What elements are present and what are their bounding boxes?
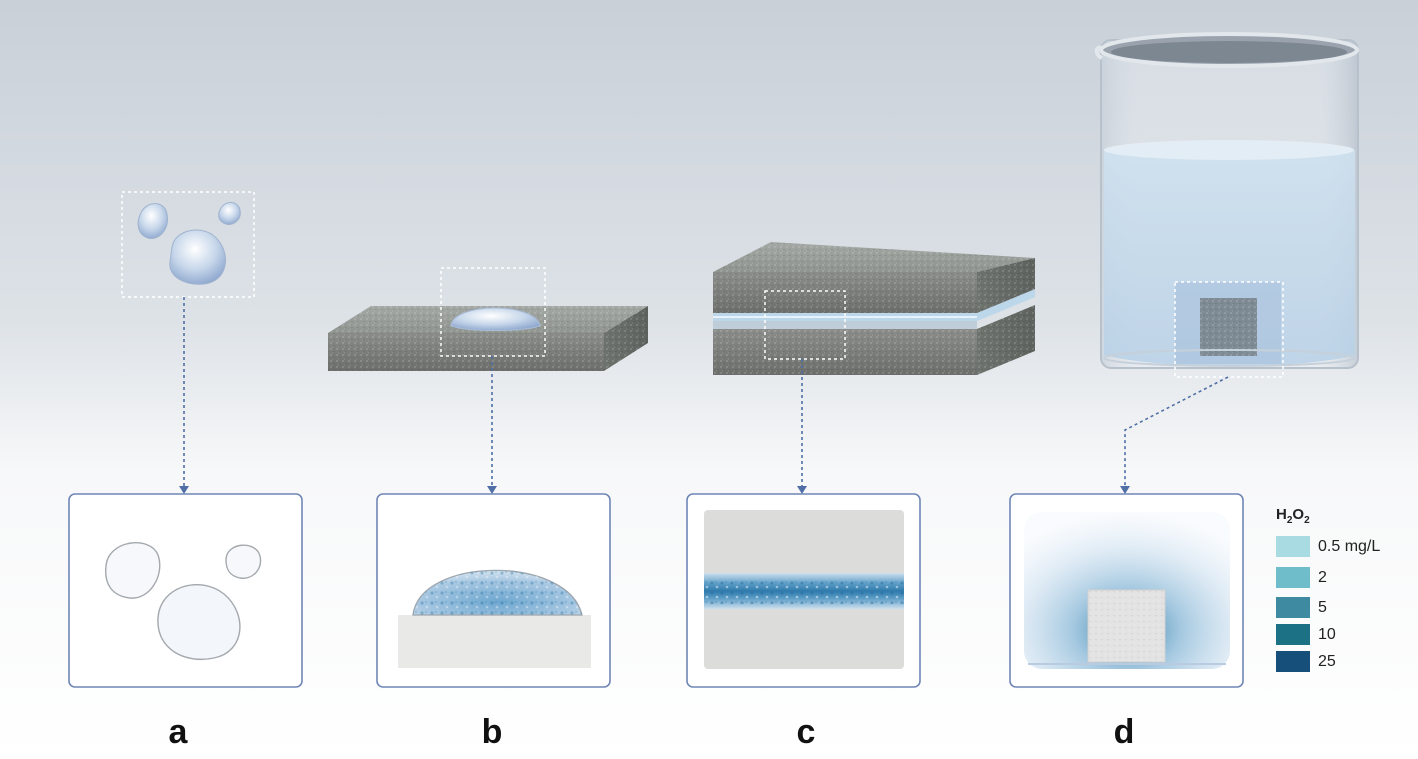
detail-panel-c bbox=[686, 493, 921, 688]
arrowhead-a bbox=[179, 486, 189, 494]
arrowhead-b bbox=[487, 486, 497, 494]
legend-entry: 25 bbox=[1276, 650, 1336, 673]
droplet-small-left bbox=[137, 203, 168, 239]
droplet-small-right bbox=[218, 202, 241, 225]
panel-label-a: a bbox=[168, 713, 188, 751]
legend-entry: 0.5 mg/L bbox=[1276, 535, 1380, 558]
legend-swatch bbox=[1276, 536, 1310, 557]
connectors bbox=[183, 297, 1229, 486]
detail-slab-b bbox=[398, 615, 591, 668]
legend-entry: 5 bbox=[1276, 596, 1327, 619]
scene-a-droplets bbox=[121, 191, 255, 298]
detail-droplet-left bbox=[105, 542, 161, 599]
legend-label: 25 bbox=[1318, 652, 1336, 670]
droplet-large bbox=[169, 229, 226, 285]
scene-c-sandwich bbox=[713, 242, 1035, 375]
zoom-box-a bbox=[121, 191, 255, 298]
legend-swatch bbox=[1276, 567, 1310, 588]
detail-panel-b bbox=[376, 493, 611, 688]
legend-entry: 10 bbox=[1276, 623, 1336, 646]
panel-label-d: d bbox=[1113, 713, 1135, 751]
scene-d-beaker bbox=[1094, 32, 1359, 378]
legend-title-sub1: 2 bbox=[1286, 515, 1293, 526]
zoom-box-c bbox=[764, 290, 846, 360]
panel-label-c: c bbox=[796, 713, 816, 751]
panel-label-b: b bbox=[481, 713, 503, 751]
legend-entry: 2 bbox=[1276, 566, 1327, 589]
legend-label: 2 bbox=[1318, 568, 1327, 586]
scene-b-slab bbox=[328, 267, 648, 371]
legend-label: 5 bbox=[1318, 598, 1327, 616]
detail-panel-d bbox=[1009, 493, 1244, 688]
legend-title-sub2: 2 bbox=[1304, 515, 1310, 526]
droplet-on-slab bbox=[450, 307, 541, 331]
detail-droplet-large bbox=[157, 584, 241, 660]
legend-swatch bbox=[1276, 624, 1310, 645]
arrowhead-d bbox=[1120, 486, 1130, 494]
detail-droplet-right bbox=[225, 544, 262, 579]
zoom-box-d bbox=[1174, 281, 1284, 378]
beaker-water bbox=[1104, 141, 1355, 367]
legend-title-o: O bbox=[1292, 506, 1305, 523]
legend-swatch bbox=[1276, 597, 1310, 618]
legend-swatch bbox=[1276, 651, 1310, 672]
legend-title: H2O2 bbox=[1276, 506, 1310, 526]
legend-label: 0.5 mg/L bbox=[1318, 537, 1381, 555]
connector-d bbox=[1124, 376, 1229, 486]
detail-panel-a bbox=[68, 493, 303, 688]
connector-arrowheads bbox=[179, 486, 1130, 494]
legend-title-h: H bbox=[1276, 506, 1287, 523]
beaker-spout bbox=[1094, 45, 1104, 60]
legend-label: 10 bbox=[1318, 625, 1336, 643]
arrowhead-c bbox=[797, 486, 807, 494]
detail-slab-c-top bbox=[704, 510, 904, 576]
detail-slab-c-bottom bbox=[704, 606, 904, 669]
